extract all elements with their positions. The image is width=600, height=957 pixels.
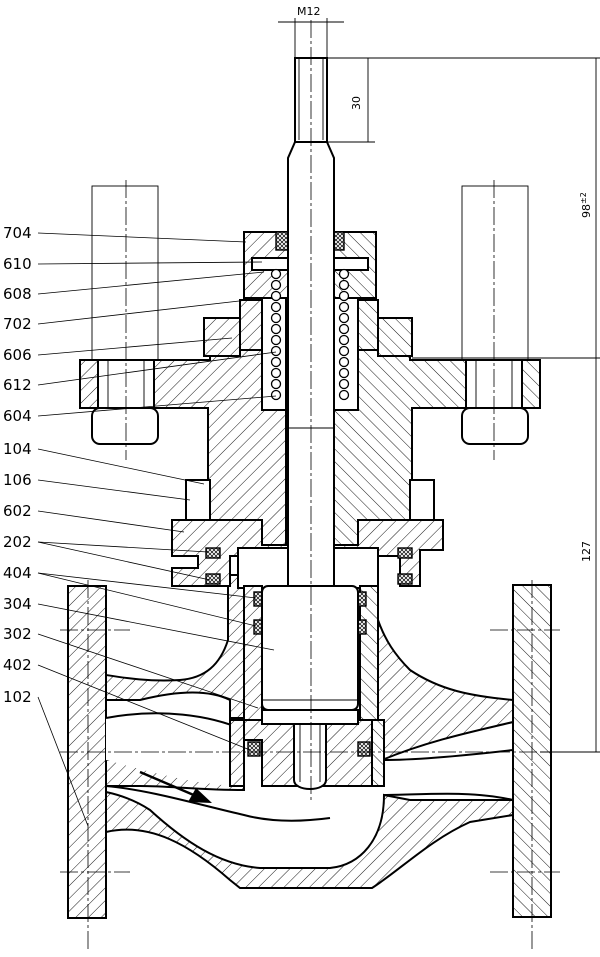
center-lines bbox=[60, 20, 560, 950]
leader-line-404 bbox=[37, 572, 257, 627]
packing-ring bbox=[270, 312, 282, 324]
seal-402-right bbox=[357, 741, 371, 757]
part-label-704: 704 bbox=[3, 224, 32, 242]
leader-line-106 bbox=[37, 479, 191, 501]
packing-ring bbox=[338, 334, 350, 346]
packing-ring bbox=[270, 323, 282, 335]
flow-passage bbox=[106, 714, 244, 786]
packing-ring bbox=[270, 279, 282, 291]
leader-line-104 bbox=[37, 448, 205, 485]
part-label-402: 402 bbox=[3, 656, 32, 674]
leader-line-610 bbox=[37, 261, 263, 265]
thread-length-dimension: 30 bbox=[350, 96, 363, 110]
packing-ring bbox=[270, 356, 282, 368]
packing-rings bbox=[270, 268, 350, 401]
packing-ring bbox=[270, 290, 282, 302]
seal-704-left bbox=[275, 231, 289, 251]
bolt-106-right bbox=[409, 479, 435, 521]
leader-line-704 bbox=[37, 232, 247, 243]
leader-line-602 bbox=[37, 510, 185, 533]
part-label-302: 302 bbox=[3, 625, 32, 643]
washer-left bbox=[91, 407, 159, 445]
part-label-102: 102 bbox=[3, 688, 32, 706]
leader-line-202 bbox=[37, 541, 211, 581]
packing-ring bbox=[338, 312, 350, 324]
part-label-106: 106 bbox=[3, 471, 32, 489]
bottom-height-dimension: 127 bbox=[580, 541, 593, 562]
packing-ring bbox=[338, 389, 350, 401]
part-label-702: 702 bbox=[3, 315, 32, 333]
stud-right bbox=[461, 185, 529, 361]
packing-ring bbox=[270, 334, 282, 346]
packing-ring bbox=[270, 345, 282, 357]
leader-line-608 bbox=[37, 271, 265, 295]
packing-ring bbox=[338, 323, 350, 335]
packing-ring bbox=[270, 268, 282, 280]
stud-left bbox=[91, 185, 159, 361]
plug-tip bbox=[293, 723, 327, 790]
part-label-602: 602 bbox=[3, 502, 32, 520]
seal-202-right-upper bbox=[397, 547, 413, 559]
leader-line-404 bbox=[37, 572, 257, 599]
part-label-608: 608 bbox=[3, 285, 32, 303]
packing-ring bbox=[338, 345, 350, 357]
seal-402-left bbox=[247, 741, 261, 757]
gland-flange-left bbox=[203, 317, 241, 357]
part-label-612: 612 bbox=[3, 376, 32, 394]
packing-ring bbox=[270, 301, 282, 313]
leader-line-302 bbox=[37, 633, 259, 709]
packing-ring bbox=[270, 378, 282, 390]
seal-202-left-upper bbox=[205, 547, 221, 559]
part-label-104: 104 bbox=[3, 440, 32, 458]
gland-flange-right bbox=[377, 317, 413, 357]
part-label-404: 404 bbox=[3, 564, 32, 582]
dimension-lines: M12 30 98±2 127 bbox=[278, 5, 600, 753]
packing-ring bbox=[338, 367, 350, 379]
part-label-606: 606 bbox=[3, 346, 32, 364]
packing-ring bbox=[338, 301, 350, 313]
leader-line-702 bbox=[37, 299, 249, 325]
packing-ring bbox=[270, 367, 282, 379]
body-lower-wall bbox=[105, 790, 514, 889]
part-label-610: 610 bbox=[3, 255, 32, 273]
part-label-604: 604 bbox=[3, 407, 32, 425]
seal-202-right-lower bbox=[397, 573, 413, 585]
packing-ring bbox=[338, 378, 350, 390]
part-label-202: 202 bbox=[3, 533, 32, 551]
leader-line-102 bbox=[37, 696, 89, 827]
part-label-304: 304 bbox=[3, 595, 32, 613]
packing-ring bbox=[270, 389, 282, 401]
packing-ring bbox=[338, 290, 350, 302]
flow-direction-arrow bbox=[139, 770, 212, 803]
leader-line-606 bbox=[37, 337, 233, 356]
top-height-dimension: 98±2 bbox=[579, 192, 593, 218]
leader-line-304 bbox=[37, 603, 275, 651]
leader-line-402 bbox=[37, 664, 251, 751]
studs-and-nuts bbox=[91, 185, 529, 521]
packing-ring bbox=[338, 356, 350, 368]
packing-ring bbox=[338, 279, 350, 291]
packing-ring bbox=[338, 268, 350, 280]
leader-line-202 bbox=[37, 541, 209, 553]
leader-line-604 bbox=[37, 395, 277, 417]
valve-plug bbox=[261, 585, 359, 711]
seal-202-left-lower bbox=[205, 573, 221, 585]
part-labels: 704 610 608 702 606 612 604 104 106 602 202 404 304 3… bbox=[3, 224, 277, 827]
thread-dimension: M12 bbox=[297, 5, 321, 18]
washer-right bbox=[461, 407, 529, 445]
leader-line-612 bbox=[37, 351, 277, 386]
